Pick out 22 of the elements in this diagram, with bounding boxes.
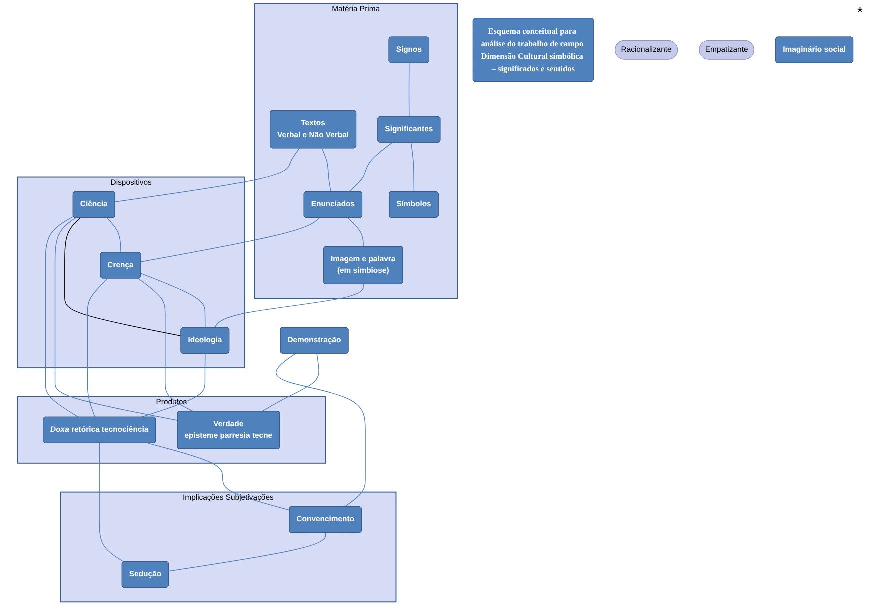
connector [140,353,206,418]
connector [106,218,122,254]
connector [276,353,366,508]
connector [262,353,320,412]
connector [140,218,320,262]
connector [54,218,178,421]
connector [347,218,364,248]
footnote-mark: * [858,4,863,20]
connector [140,273,206,328]
connector [45,216,80,418]
connector [168,532,326,572]
connector [348,142,393,192]
connector [408,62,410,118]
connector [114,148,300,202]
connector [322,148,332,192]
connector [148,443,290,511]
connector [87,278,108,418]
connector [410,142,415,192]
connector [99,443,124,562]
connector [214,284,364,328]
connector [138,278,194,412]
connector [64,218,182,336]
